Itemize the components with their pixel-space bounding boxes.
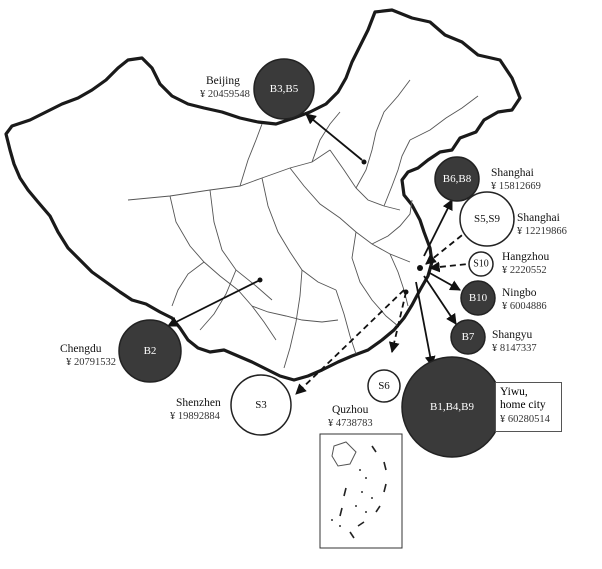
city-name: Shenzhen xyxy=(176,397,221,409)
city-amount: ¥ 8147337 xyxy=(492,343,537,354)
arrow-yiwu-ningbo xyxy=(427,271,461,291)
city-name: Shanghai xyxy=(517,212,560,224)
city-name-home: home city xyxy=(500,399,546,411)
city-name: Shanghai xyxy=(491,167,534,179)
circle-label-b7: B7 xyxy=(461,331,475,343)
arrow-yiwu-chengdu xyxy=(167,279,261,327)
circle-s5-s9 xyxy=(459,191,515,247)
circle-b7 xyxy=(450,319,486,355)
city-amount: ¥ 12219866 xyxy=(517,226,567,237)
label-quzhou: Quzhou ¥ 4738783 xyxy=(328,404,373,430)
label-beijing: Beijing ¥ 20459548 xyxy=(200,75,250,101)
city-name: Hangzhou xyxy=(502,251,550,263)
label-shanghai-supplier: Shanghai ¥ 12219866 xyxy=(517,212,567,238)
arrow-shenzhen-yiwu xyxy=(295,289,405,395)
city-amount: ¥ 4738783 xyxy=(328,418,373,429)
city-amount: ¥ 20791532 xyxy=(66,357,116,368)
circle-label-b6-b8: B6,B8 xyxy=(442,173,472,185)
circle-label-b3-b5: B3,B5 xyxy=(269,83,299,95)
arrow-hangzhou-yiwu xyxy=(428,261,469,273)
city-amount: ¥ 6004886 xyxy=(502,301,547,312)
city-amount: ¥ 60280514 xyxy=(500,414,550,425)
city-name: Shangyu xyxy=(492,329,533,341)
circle-label-b10: B10 xyxy=(468,292,488,304)
circle-label-s6: S6 xyxy=(378,380,390,392)
arrow-quzhou-yiwu xyxy=(388,291,407,354)
south-china-sea-inset xyxy=(319,433,403,549)
label-chengdu: Chengdu ¥ 20791532 xyxy=(60,343,116,369)
circle-label-b2: B2 xyxy=(143,345,157,357)
china-border xyxy=(4,8,522,382)
circle-label-b1-b4-b9: B1,B4,B9 xyxy=(429,401,475,413)
label-hangzhou: Hangzhou ¥ 2220552 xyxy=(502,251,549,277)
circle-b10 xyxy=(460,280,496,316)
circle-label-s10: S10 xyxy=(473,258,489,270)
city-name: Yiwu, xyxy=(500,386,528,398)
circle-s6 xyxy=(367,369,401,403)
city-dots xyxy=(257,159,423,295)
province-borders xyxy=(127,79,479,369)
circle-label-s3: S3 xyxy=(255,399,267,411)
label-shanghai-buyer: Shanghai ¥ 15812669 xyxy=(491,167,541,193)
label-shangyu: Shangyu ¥ 8147337 xyxy=(492,329,537,355)
arrow-yiwu-home xyxy=(415,281,436,368)
circle-label-s5-s9: S5,S9 xyxy=(474,213,500,225)
city-name: Quzhou xyxy=(332,404,369,416)
city-amount: ¥ 20459548 xyxy=(200,89,250,100)
circle-s10 xyxy=(468,251,494,277)
label-shenzhen: Shenzhen ¥ 19892884 xyxy=(170,397,221,423)
circle-b6-b8 xyxy=(434,156,480,202)
flow-arrows xyxy=(167,113,469,395)
arrow-yiwu-shangyu xyxy=(423,275,457,325)
city-amount: ¥ 2220552 xyxy=(502,265,547,276)
node-circles xyxy=(118,58,515,458)
label-yiwu-home-city: Yiwu, home city ¥ 60280514 xyxy=(495,382,562,432)
circle-s3 xyxy=(230,374,292,436)
city-amount: ¥ 15812669 xyxy=(491,181,541,192)
arrow-shanghai-supplier-yiwu xyxy=(425,231,467,265)
circle-b2 xyxy=(118,319,182,383)
city-name: Ningbo xyxy=(502,287,537,299)
circle-b3-b5 xyxy=(253,58,315,120)
city-name: Beijing xyxy=(206,75,240,87)
arrow-yiwu-beijing xyxy=(305,113,363,161)
city-amount: ¥ 19892884 xyxy=(170,411,220,422)
label-ningbo: Ningbo ¥ 6004886 xyxy=(502,287,547,313)
city-name: Chengdu xyxy=(60,343,102,355)
arrow-yiwu-shanghai-buyer xyxy=(423,199,453,257)
